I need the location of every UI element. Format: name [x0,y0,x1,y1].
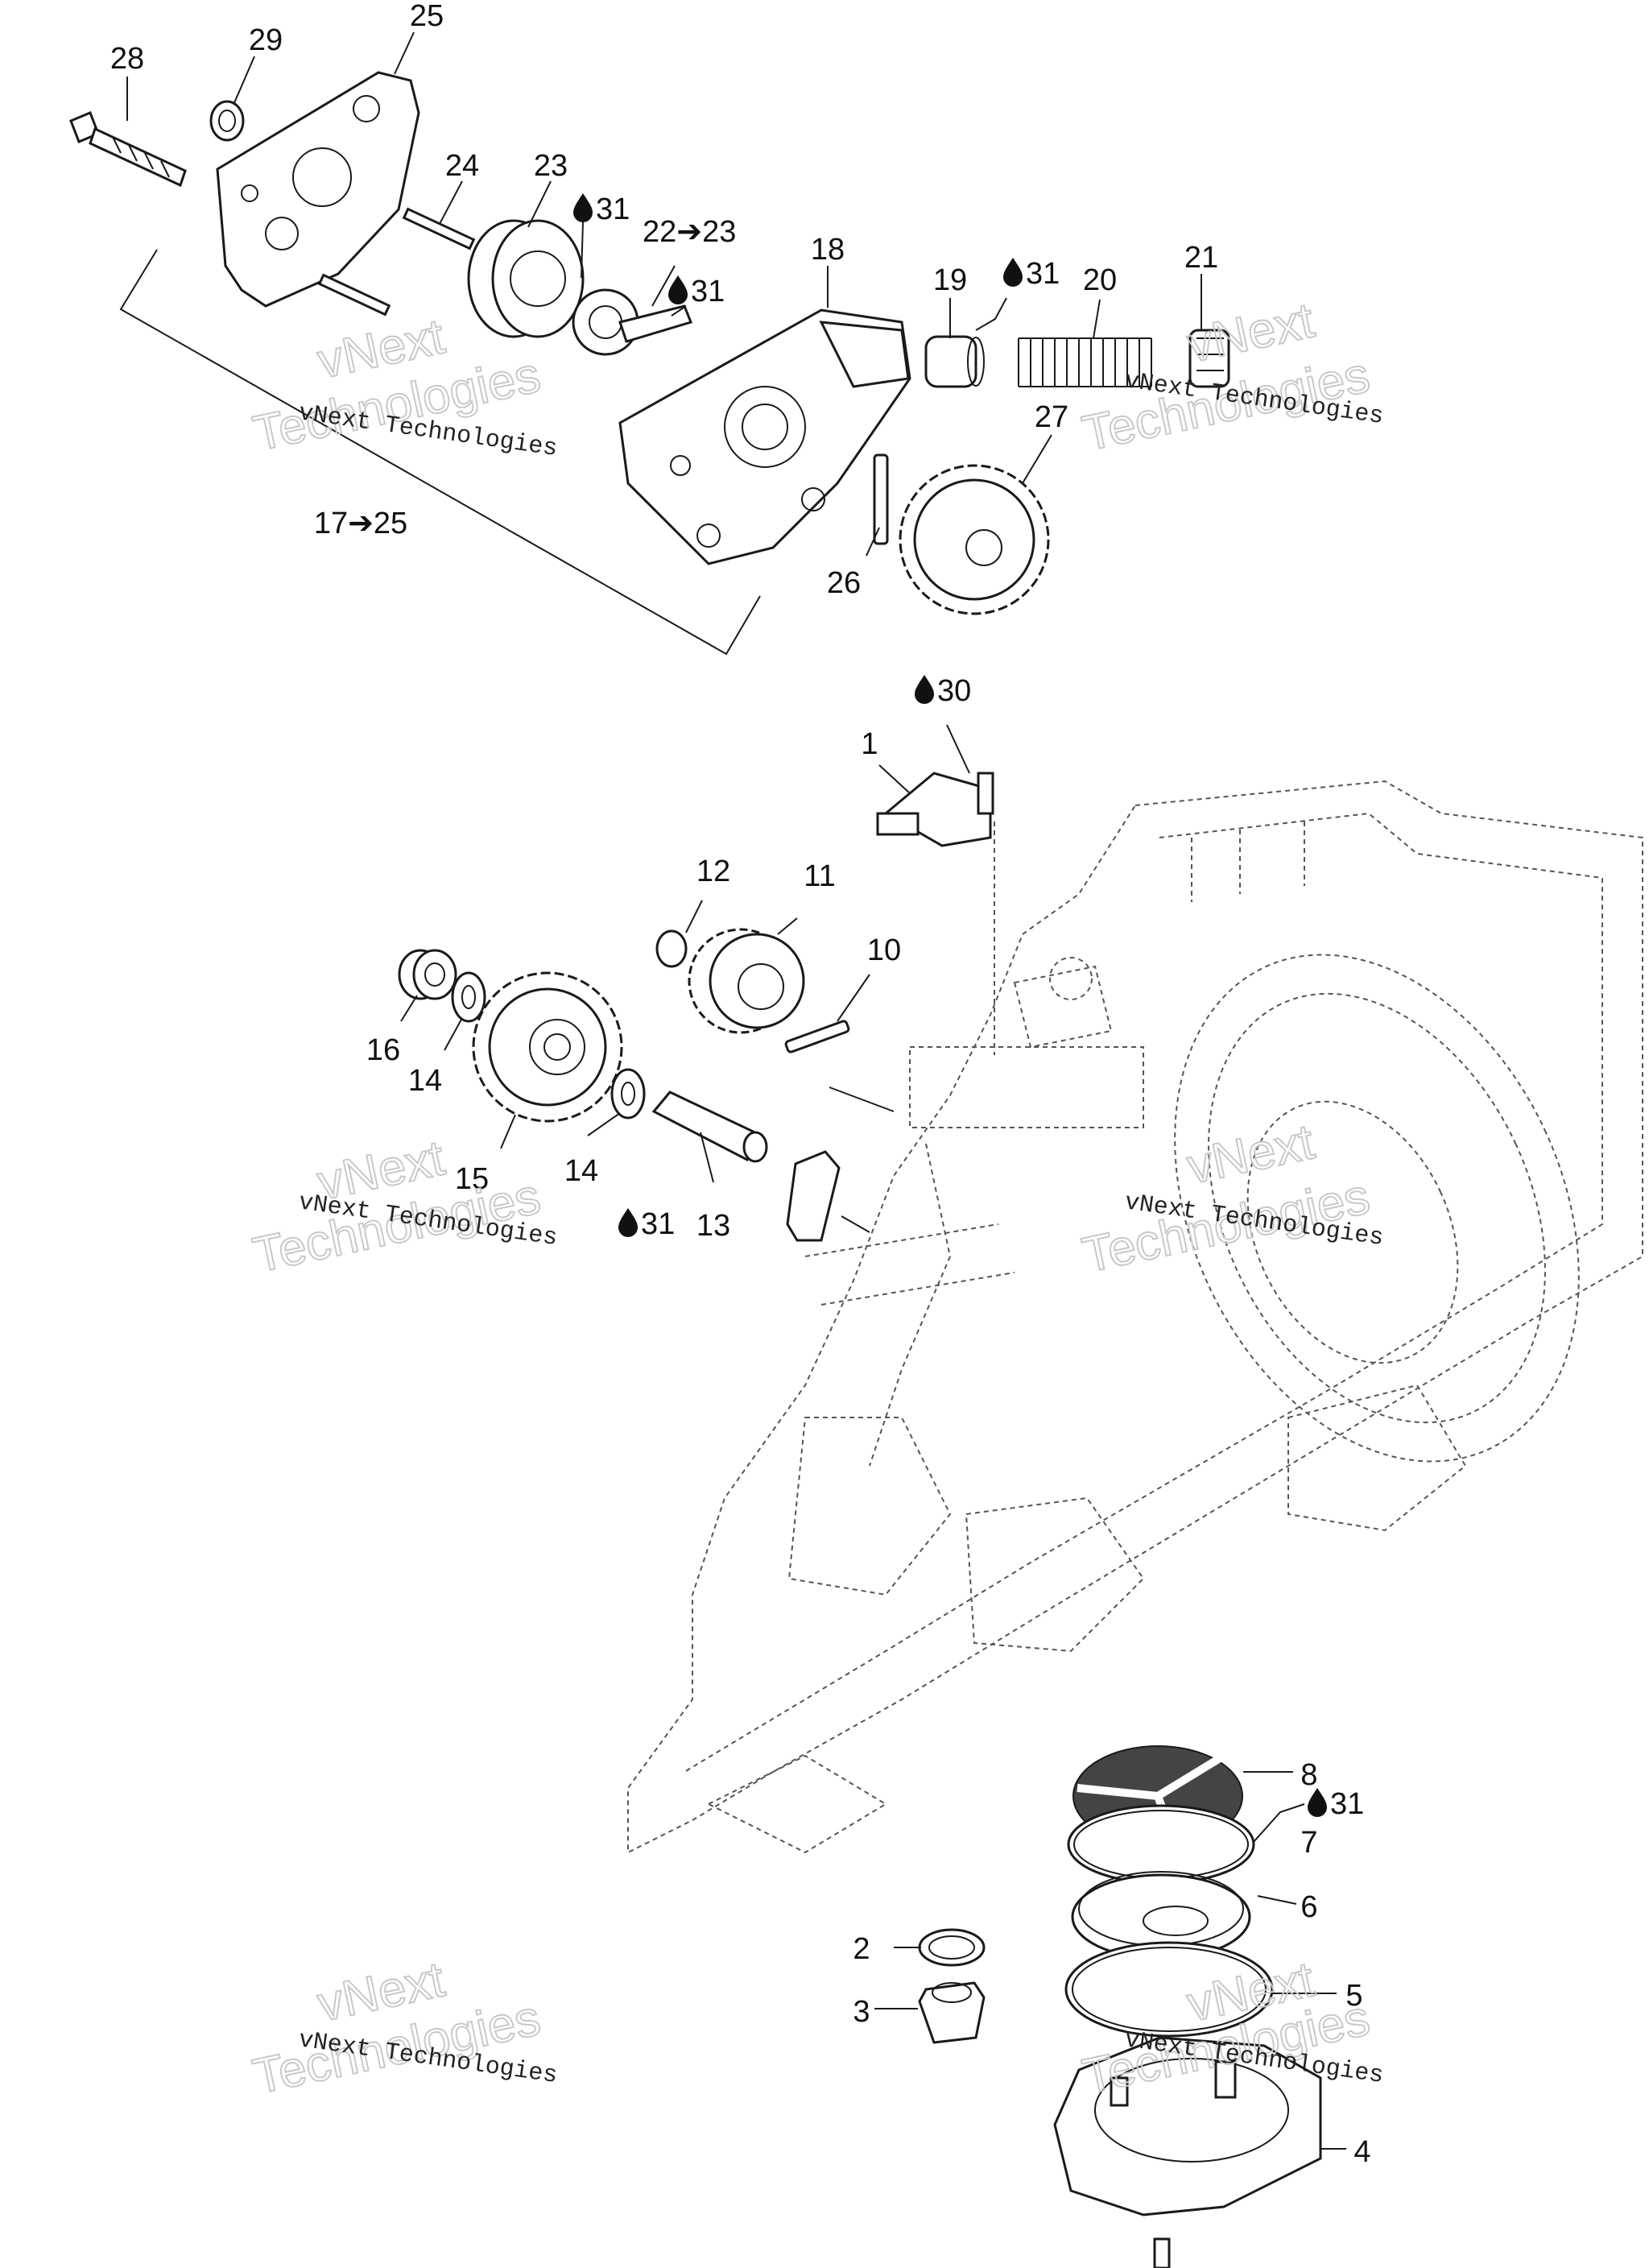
callout-24: 24 [445,149,479,183]
lubricant-31-c: 31 [1003,257,1060,291]
callout-16: 16 [366,1033,400,1067]
holder-6 [1071,1871,1251,1960]
callout-20: 20 [1083,263,1117,297]
callout-28: 28 [110,42,144,76]
watermark-5: vNext Technologies vNext Technologies [248,1951,560,2105]
svg-text:31: 31 [691,275,725,308]
shaft-13 [651,1091,768,1163]
callout-15: 15 [455,1162,489,1196]
gear-11 [688,928,805,1034]
callout-22-23: 22➔23 [643,215,736,249]
callout-13: 13 [696,1209,730,1243]
lubricant-31-a: 31 [573,192,630,226]
callout-19: 19 [933,263,967,297]
pressure-switch-1 [876,772,995,1055]
oil-drop-icon [668,275,688,304]
gear-group-middle [398,928,895,1242]
callout-labels: 28 29 25 24 23 22➔23 18 19 20 21 27 17➔2… [110,0,1371,2169]
oil-drop-icon [1003,258,1023,287]
svg-text:31: 31 [1026,257,1060,291]
pin-24a [402,207,476,250]
washer-14b [610,1068,646,1120]
spring-20 [1018,337,1152,387]
callout-25: 25 [410,0,444,33]
watermark-2: vNext Technologies vNext Technologies [1077,292,1386,462]
callout-2: 2 [853,1932,870,1966]
svg-text:31: 31 [641,1207,675,1241]
pin-24b [317,273,391,317]
watermark-3: vNext Technologies vNext Technologies [248,1129,560,1284]
callout-1: 1 [861,727,878,761]
callout-5: 5 [1345,1979,1362,2013]
bushing-16 [398,949,457,1000]
circlip-12 [655,929,688,968]
callout-8: 8 [1300,1758,1317,1792]
outer-rotor-23 [467,219,585,338]
strainer-group [918,1745,1322,2268]
washer-29 [209,100,245,142]
callout-14b: 14 [564,1154,598,1188]
oil-drop-icon [1308,1788,1327,1817]
callout-27: 27 [1035,400,1068,434]
callout-21: 21 [1184,241,1218,275]
callout-11: 11 [804,859,835,893]
lubricant-30: 30 [915,674,971,708]
svg-text:30: 30 [937,674,971,708]
callout-4: 4 [1354,2135,1370,2169]
gear-15 [472,971,623,1123]
drain-plug-3 [918,1981,986,2044]
pump-cover-25 [216,71,420,308]
seal-ring [786,1150,841,1242]
callout-26: 26 [827,566,861,600]
callout-6: 6 [1300,1890,1317,1924]
callout-17-25: 17➔25 [314,507,407,540]
callout-29: 29 [249,23,283,57]
callout-10: 10 [867,933,901,967]
lubricant-31-b: 31 [668,275,725,308]
pin-26 [873,453,889,545]
leader-lines [126,31,1346,2150]
bolt-28 [69,111,187,188]
oil-drop-icon [618,1208,638,1237]
callout-3: 3 [853,1995,870,2029]
crankcase-outline [627,780,1643,1854]
oil-pump-group [69,71,1230,656]
gear-27 [899,464,1050,615]
svg-text:31: 31 [596,192,630,226]
cover-4 [1053,2036,1322,2268]
pump-body-18 [618,308,911,565]
svg-text:31: 31 [1330,1787,1364,1821]
callout-23: 23 [534,149,568,183]
oil-drop-icon [915,675,934,704]
lubricant-markers: 31 31 31 30 31 31 [573,192,1364,1821]
pin-10 [784,1020,850,1053]
lubricant-31-e: 31 [1308,1787,1364,1821]
washer-14a [451,971,486,1023]
piston-19 [924,335,985,388]
callout-14a: 14 [408,1064,442,1098]
lubricant-31-d: 31 [618,1207,675,1241]
gasket-5 [1064,1941,1274,2038]
callout-12: 12 [696,855,730,888]
plug-21 [1188,329,1230,388]
oil-drop-icon [573,193,593,222]
callout-7: 7 [1300,1826,1317,1860]
callout-18: 18 [811,233,845,267]
